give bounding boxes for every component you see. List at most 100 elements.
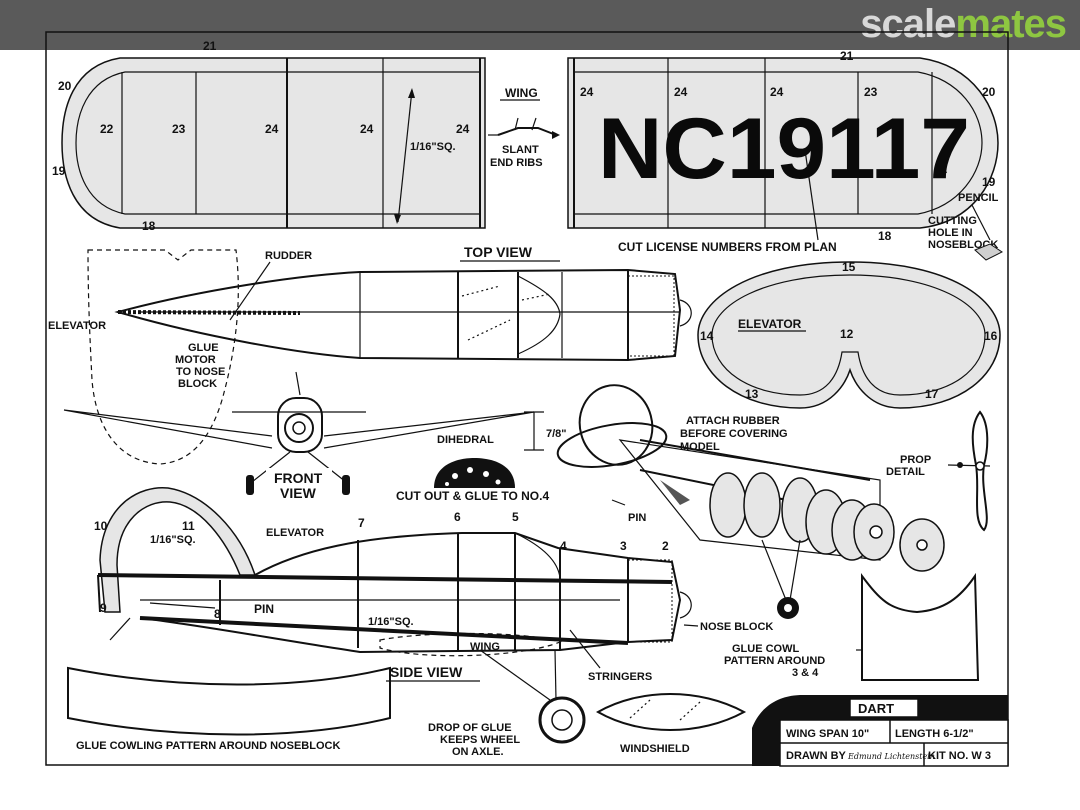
rib-num-24-left-c: 24 xyxy=(456,122,470,136)
side-view-fuselage xyxy=(97,486,692,744)
rib-num-22-left: 22 xyxy=(100,122,114,136)
drop-of-glue-line3: ON AXLE. xyxy=(452,746,504,758)
title-name: DART xyxy=(858,701,894,716)
glue-cowl-line3: 3 & 4 xyxy=(792,667,819,679)
logo-part-mates: mates xyxy=(955,2,1067,46)
side-rib-6: 6 xyxy=(454,510,461,524)
rib-num-19-right: 19 xyxy=(982,175,996,189)
slant-end-ribs-line2: END RIBS xyxy=(490,157,543,169)
glue-motor-line1: GLUE xyxy=(188,342,219,354)
glue-cowl-line1: GLUE COWL xyxy=(732,643,799,655)
cowling-pattern xyxy=(67,666,391,736)
cowl-pattern xyxy=(856,572,980,681)
stringers-label: STRINGERS xyxy=(588,671,652,683)
glue-motor-line3: TO NOSE xyxy=(176,366,225,378)
side-wing-label: WING xyxy=(470,641,500,653)
rib-num-22-right: 22 xyxy=(934,162,948,176)
isometric-frame xyxy=(556,384,945,619)
rudder-label: RUDDER xyxy=(265,250,312,262)
rib-num-23-right: 23 xyxy=(864,85,878,99)
side-16sq-label: 1/16"SQ. xyxy=(150,534,196,546)
side-pin-label: PIN xyxy=(254,602,274,616)
glue-cowling-label: GLUE COWLING PATTERN AROUND NOSEBLOCK xyxy=(76,740,340,752)
attach-rubber-line2: BEFORE COVERING xyxy=(680,428,788,440)
glue-motor-line2: MOTOR xyxy=(175,354,216,366)
top-view-label: TOP VIEW xyxy=(464,244,533,260)
side-rib-7: 7 xyxy=(358,516,365,530)
rib-num-24-right-b: 24 xyxy=(674,85,688,99)
cut-out-glue-label: CUT OUT & GLUE TO NO.4 xyxy=(396,489,549,503)
elevator-label-top: ELEVATOR xyxy=(48,320,106,332)
attach-rubber-line1: ATTACH RUBBER xyxy=(686,415,780,427)
rib-num-24-left-a: 24 xyxy=(265,122,279,136)
cutting-hole-line2: HOLE IN xyxy=(928,227,973,239)
windshield-pattern xyxy=(595,693,747,731)
side-rib-4: 4 xyxy=(560,539,567,553)
scalemates-logo[interactable]: scalemates xyxy=(860,2,1067,47)
side-view-label: SIDE VIEW xyxy=(390,664,463,680)
license-number: NC19117 xyxy=(598,101,970,197)
dihedral-label: DIHEDRAL xyxy=(437,434,494,446)
side-rib-10: 10 xyxy=(94,519,108,533)
front-view-label-box xyxy=(266,468,332,502)
left-wing xyxy=(61,57,486,229)
side-rib-9: 9 xyxy=(100,601,107,615)
logo-part-scale: scale xyxy=(860,2,956,46)
side-16sq-label-2: 1/16"SQ. xyxy=(368,616,414,628)
elev-rib-13: 13 xyxy=(745,387,759,401)
slant-end-ribs-line1: SLANT xyxy=(502,144,539,156)
right-wing xyxy=(567,57,999,241)
title-drawn-by: DRAWN BY xyxy=(786,750,847,762)
title-wing-span: WING SPAN 10" xyxy=(786,728,869,740)
sixteenth-sq-label: 1/16"SQ. xyxy=(410,141,456,153)
header-bar: scalemates xyxy=(0,0,1080,50)
drop-of-glue-line2: KEEPS WHEEL xyxy=(440,734,520,746)
wing-note-label: WING xyxy=(505,86,538,100)
side-rib-3: 3 xyxy=(620,539,627,553)
side-rib-8: 8 xyxy=(214,607,221,621)
rib-num-18-right: 18 xyxy=(878,229,892,243)
title-block xyxy=(752,695,1009,767)
glue-cowl-line2: PATTERN AROUND xyxy=(724,655,825,667)
side-rib-2: 2 xyxy=(662,539,669,553)
rib-num-21-left: 21 xyxy=(203,39,217,53)
front-view-line1: FRONT xyxy=(274,470,323,486)
elev-rib-17: 17 xyxy=(925,387,939,401)
prop-detail-line2: DETAIL xyxy=(886,466,925,478)
rib-num-23-left: 23 xyxy=(172,122,186,136)
dihedral-value: 7/8" xyxy=(546,428,567,440)
glue-motor-line4: BLOCK xyxy=(178,378,217,390)
elev-rib-15: 15 xyxy=(842,260,856,274)
elev-rib-12: 12 xyxy=(840,327,854,341)
elev-rib-16: 16 xyxy=(984,329,998,343)
prop-detail-line1: PROP xyxy=(900,454,931,466)
rib-num-18-left: 18 xyxy=(142,219,156,233)
side-elevator-label: ELEVATOR xyxy=(266,527,324,539)
cutting-hole-line1: CUTTING xyxy=(928,215,977,227)
rib-num-24-left-b: 24 xyxy=(360,122,374,136)
elevator-detail-label: ELEVATOR xyxy=(738,317,802,331)
plan-border xyxy=(45,31,1009,766)
elev-rib-14: 14 xyxy=(700,329,714,343)
side-rib-11: 11 xyxy=(182,519,195,533)
cut-license-label: CUT LICENSE NUMBERS FROM PLAN xyxy=(618,240,837,254)
title-signature: Edmund Lichtenstein xyxy=(847,752,935,761)
top-view-fuselage xyxy=(87,249,692,465)
slant-rib-detail xyxy=(488,99,560,139)
pencil-noseblock-sketch xyxy=(971,204,1003,261)
rib-num-24-right-a: 24 xyxy=(580,85,594,99)
drop-of-glue-line1: DROP OF GLUE xyxy=(428,722,512,734)
elevator-detail xyxy=(697,261,1001,409)
rib-num-24-right-c: 24 xyxy=(770,85,784,99)
rib-num-20-right: 20 xyxy=(982,85,996,99)
rib-num-19-left: 19 xyxy=(52,164,66,178)
rib-num-20-left: 20 xyxy=(58,79,72,93)
prop-detail xyxy=(947,410,991,532)
front-view xyxy=(63,371,544,495)
instrument-panel xyxy=(434,458,515,488)
nose-block-label: NOSE BLOCK xyxy=(700,621,773,633)
side-rib-5: 5 xyxy=(512,510,519,524)
windshield-label: WINDSHIELD xyxy=(620,743,690,755)
rib-num-21-right: 21 xyxy=(840,49,854,63)
